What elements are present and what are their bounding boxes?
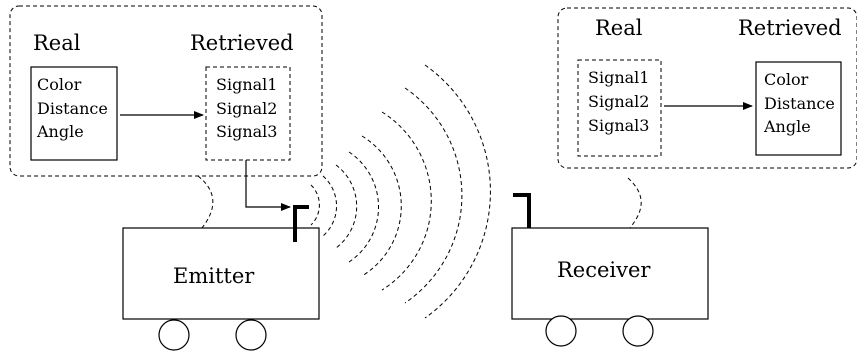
emitter-signal-box <box>205 66 291 161</box>
receiver-wheel <box>545 315 577 347</box>
emitter-real-box <box>30 66 118 161</box>
emitter-robot: Emitter <box>122 205 320 351</box>
signal-to-antenna-arrow <box>245 160 291 211</box>
emitter-real-item: Angle <box>36 122 84 141</box>
wave-arc <box>335 164 358 249</box>
receiver-retrieved-item: Color <box>764 70 809 89</box>
receiver-panel: Real Retrieved Signal1 Signal2 Signal3 C… <box>557 7 857 169</box>
receiver-antenna <box>513 193 531 228</box>
wave-arc <box>322 175 337 237</box>
receiver-retrieved-item: Distance <box>764 94 835 113</box>
emitter-body <box>122 227 320 320</box>
wave-arc <box>381 111 432 291</box>
receiver-signal-item: Signal2 <box>588 92 649 111</box>
emitter-wheel <box>158 319 190 351</box>
wave-arc <box>310 184 320 226</box>
receiver-label: Receiver <box>557 258 651 282</box>
wave-arc <box>404 87 463 304</box>
emitter-panel: Real Retrieved Color Distance Angle Sign… <box>9 5 323 177</box>
emitter-signal-item: Signal2 <box>216 99 277 118</box>
wave-arc <box>348 151 380 263</box>
wave-arc <box>361 135 402 277</box>
emitter-signal-item: Signal3 <box>216 122 277 141</box>
receiver-real-heading: Real <box>595 16 643 40</box>
emitter-label: Emitter <box>173 264 255 288</box>
receiver-panel-frame <box>557 7 857 169</box>
emitter-antenna <box>293 205 309 242</box>
wave-arc <box>424 64 491 319</box>
emitter-panel-frame <box>9 5 323 177</box>
receiver-robot: Receiver <box>511 193 709 347</box>
wireless-waves <box>310 64 491 319</box>
receiver-retrieved-heading: Retrieved <box>738 16 842 40</box>
emitter-tether <box>197 175 214 229</box>
receiver-signal-item: Signal1 <box>588 68 649 87</box>
receiver-tether <box>627 177 642 229</box>
emitter-real-item: Color <box>37 75 82 94</box>
emitter-real-heading: Real <box>33 31 81 55</box>
receiver-signal-box <box>577 59 662 157</box>
receiver-wheel <box>622 315 654 347</box>
receiver-retrieved-item: Angle <box>763 117 811 136</box>
emitter-real-item: Distance <box>37 99 108 118</box>
receiver-retrieved-box <box>755 61 842 156</box>
emitter-signal-item: Signal1 <box>216 75 277 94</box>
receiver-body <box>511 227 709 320</box>
emitter-retrieved-heading: Retrieved <box>190 31 294 55</box>
receiver-signal-item: Signal3 <box>588 116 649 135</box>
emitter-wheel <box>235 319 267 351</box>
